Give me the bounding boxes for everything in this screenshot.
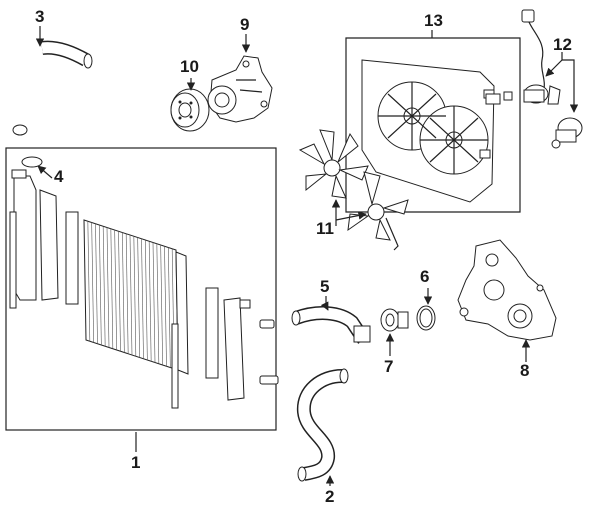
cooling-fan-large <box>298 129 369 199</box>
callout-4: 4 <box>54 167 64 186</box>
callout-5: 5 <box>320 277 329 296</box>
callout-10: 10 <box>180 57 199 76</box>
callout-12: 12 <box>553 35 572 54</box>
leader-lines <box>35 26 579 486</box>
radiator-core-fins <box>87 221 175 369</box>
callout-6: 6 <box>420 267 429 286</box>
callout-8: 8 <box>520 361 529 380</box>
fan-motor <box>485 9 583 149</box>
radiator-assembly <box>5 147 279 431</box>
callout-1: 1 <box>131 453 140 472</box>
water-inlet-housing <box>457 239 557 341</box>
callout-2: 2 <box>325 487 334 506</box>
callout-11: 11 <box>316 219 334 238</box>
fan-shroud-assembly <box>345 37 521 213</box>
water-pump <box>207 55 273 123</box>
thermostat <box>380 308 409 332</box>
cooling-fan-small <box>347 171 409 251</box>
radiator-cap <box>21 156 43 168</box>
callout-9: 9 <box>240 15 249 34</box>
water-pump-pulley <box>170 88 210 132</box>
water-outlet-pipe <box>291 306 371 344</box>
callout-3: 3 <box>35 7 44 26</box>
upper-radiator-hose <box>12 40 93 136</box>
callout-7: 7 <box>384 357 393 376</box>
lower-radiator-hose <box>296 368 349 482</box>
thermostat-gasket <box>416 305 436 331</box>
callout-13: 13 <box>424 11 443 30</box>
